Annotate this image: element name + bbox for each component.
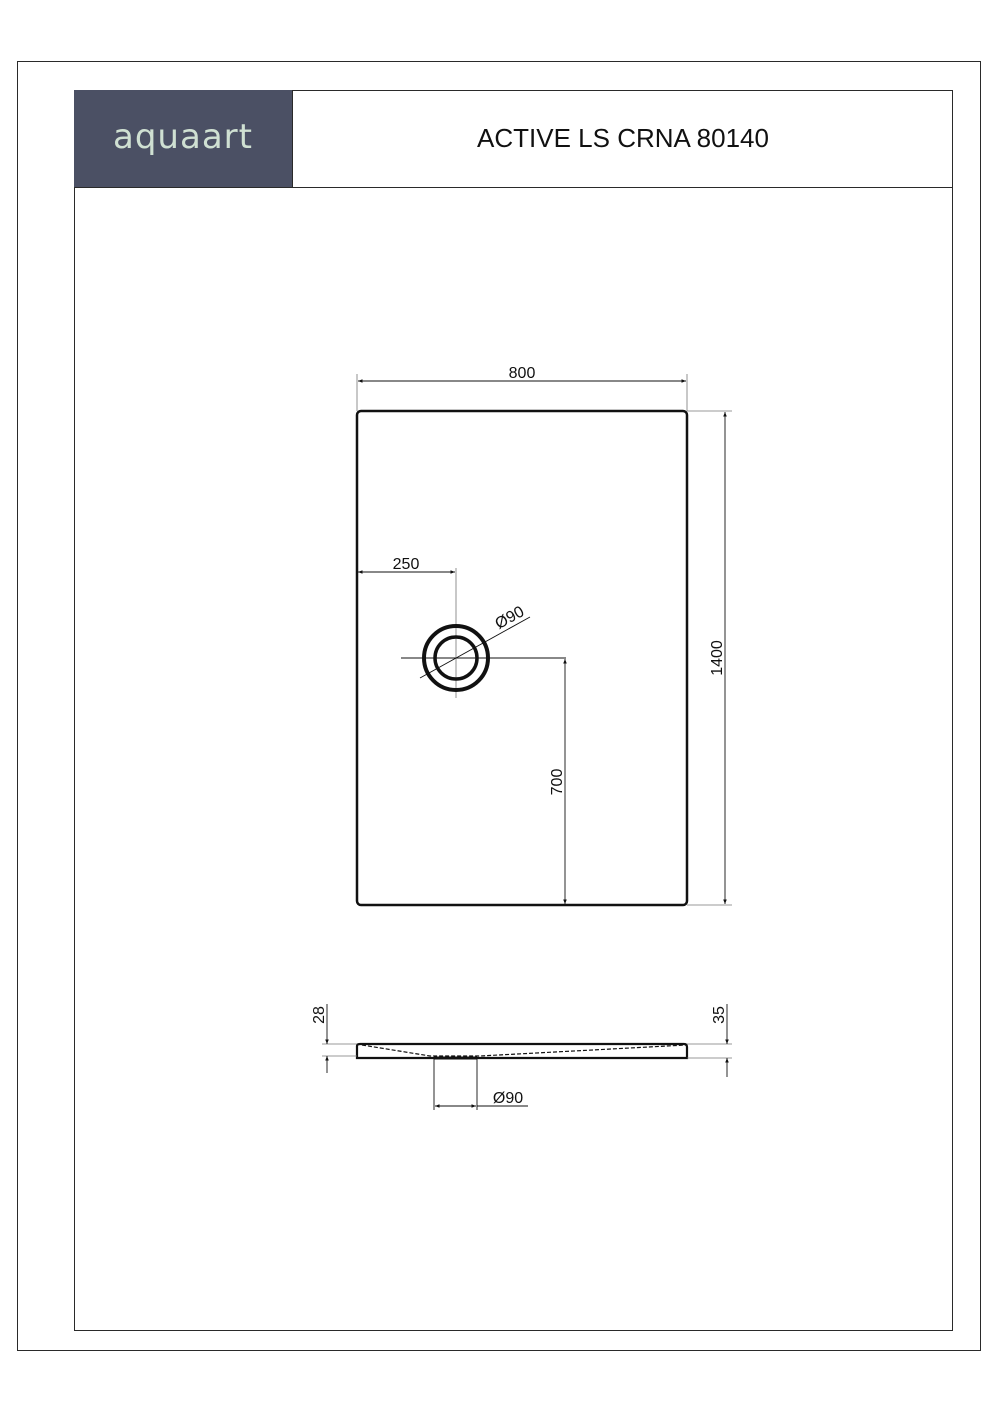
dimension-width: 800 xyxy=(356,365,688,411)
edge-right-height-label: 35 xyxy=(711,1006,728,1024)
title-block: aquaart ACTIVE LS CRNA 80140 xyxy=(74,90,953,188)
edge-left-height-label: 28 xyxy=(311,1006,328,1024)
brand-logo: aquaart xyxy=(74,90,293,187)
shower-tray-outline xyxy=(355,409,689,907)
side-drain-diameter-label: Ø90 xyxy=(493,1090,523,1107)
side-profile-outline xyxy=(355,1042,689,1060)
dimension-drain-offset-y: 700 xyxy=(549,659,567,904)
drain-offset-x-label: 250 xyxy=(393,556,420,573)
width-label: 800 xyxy=(509,365,536,382)
length-label: 1400 xyxy=(709,640,726,676)
dimension-drain-diameter-side: Ø90 xyxy=(433,1059,528,1110)
dimension-edge-left: 28 xyxy=(311,1004,357,1073)
dimension-length: 1400 xyxy=(687,410,732,906)
drain-symbol: Ø90 xyxy=(401,603,566,692)
top-view: 800 1400 250 Ø90 700 xyxy=(355,365,732,907)
brand-logo-text: aquaart xyxy=(113,116,253,157)
side-view: 28 35 Ø90 xyxy=(311,1004,732,1110)
drain-offset-y-label: 700 xyxy=(549,769,566,796)
drawing-frame xyxy=(74,90,953,1331)
product-title: ACTIVE LS CRNA 80140 xyxy=(477,123,769,153)
dimension-edge-right: 35 xyxy=(687,1004,732,1077)
outer-page-frame xyxy=(17,61,981,1351)
dimension-drain-offset-x: 250 xyxy=(358,556,457,698)
